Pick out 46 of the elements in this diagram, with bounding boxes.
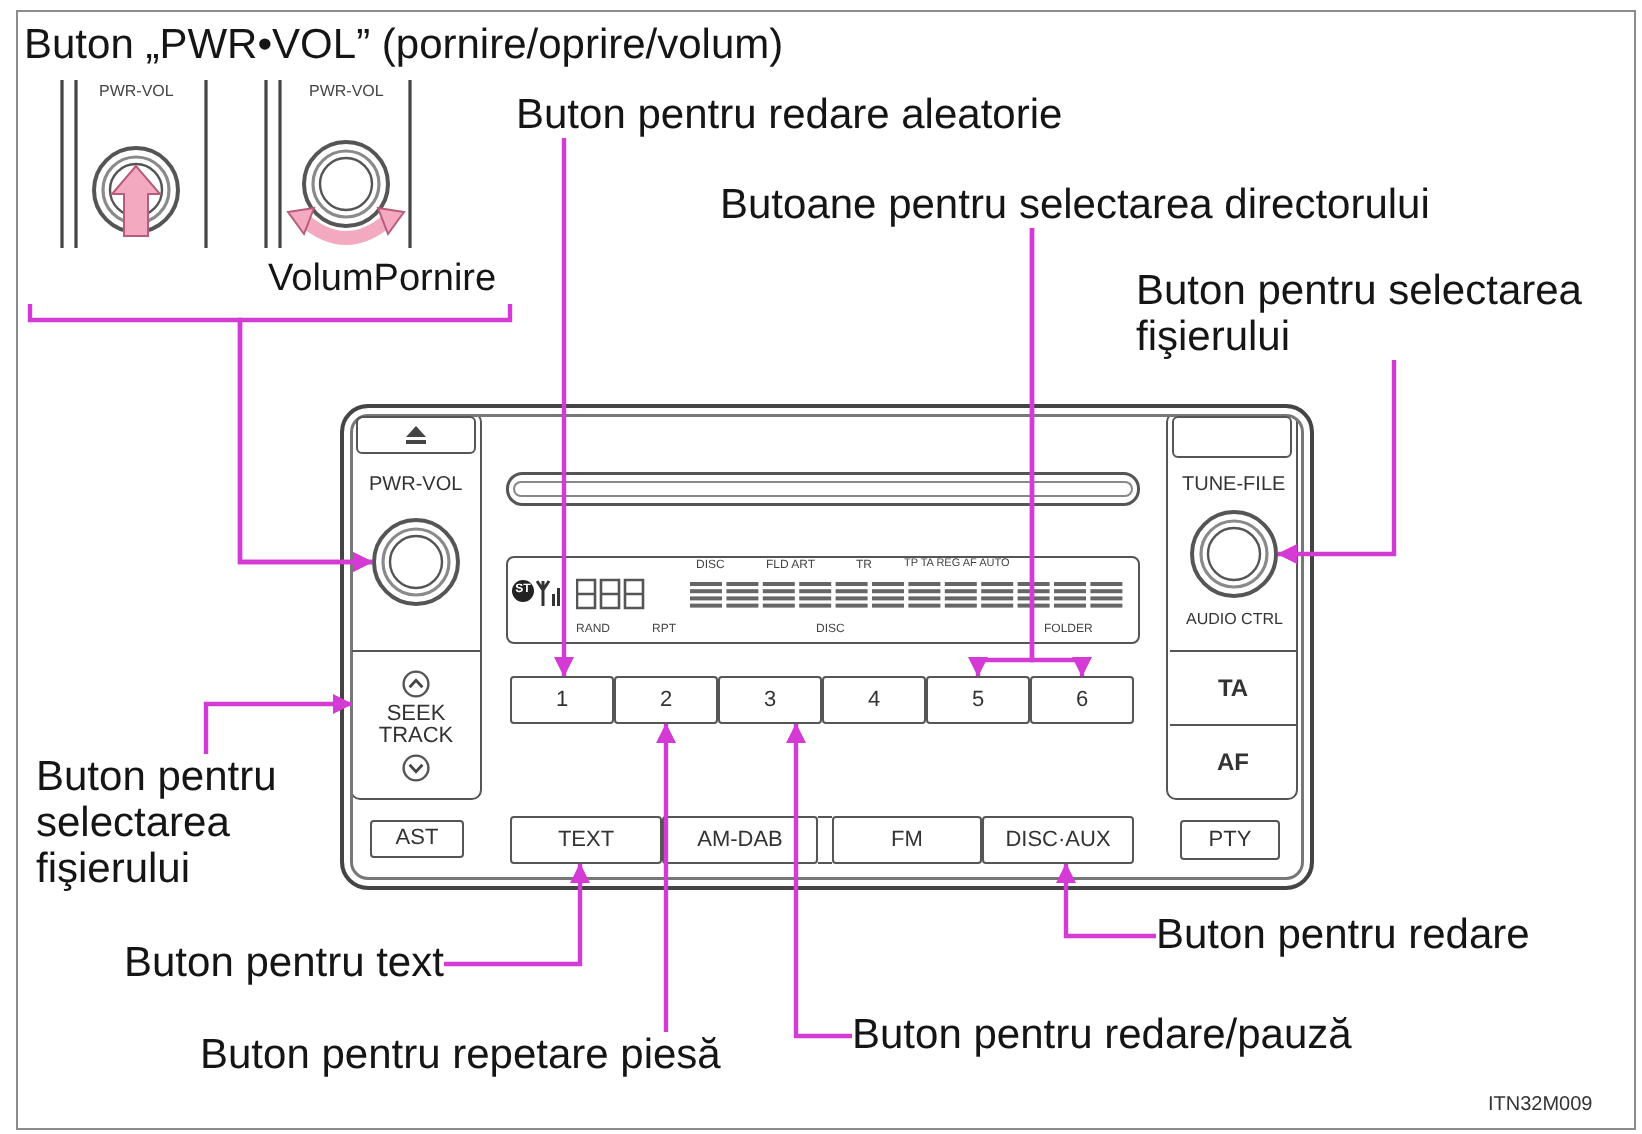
knob-label: TUNE-FILE (1182, 474, 1286, 497)
function-button: TA (1170, 650, 1296, 724)
leader-line (1056, 863, 1156, 939)
eject-button (356, 416, 476, 454)
callout-heading: Buton „PWR•VOL” (pornire/oprire/volum) (24, 22, 784, 71)
callout-label: Buton pentru selectarea fişierului (1136, 268, 1616, 360)
function-label: VolumPornire (268, 258, 497, 302)
volume-knob (372, 518, 460, 606)
knob-label: PWR-VOL (309, 84, 384, 100)
figure-code: ITN32M009 (1488, 1094, 1593, 1117)
callout-label: Butoane pentru selectarea directorului (720, 182, 1430, 228)
function-button: TEXT (510, 816, 662, 864)
leader-line (786, 723, 852, 1039)
function-button: AF (1170, 724, 1296, 798)
leader-line (554, 138, 574, 677)
preset-button: 1 (510, 676, 614, 724)
callout-label: Buton pentru repetare piesă (200, 1032, 721, 1078)
callout-label: Buton pentru selectarea fişierului (36, 754, 296, 892)
rocker-label: SEEK TRACK (376, 703, 456, 747)
preset-button: 5 (926, 676, 1030, 724)
function-button: AST (370, 820, 464, 858)
preset-button: 2 (614, 676, 718, 724)
callout-label: Buton pentru redare aleatorie (516, 92, 1063, 138)
leader-line (1277, 360, 1397, 564)
radio-faceplate (340, 404, 1314, 890)
lcd-display (506, 556, 1140, 644)
function-button: AM-DAB (662, 816, 818, 864)
function-button: FM (832, 816, 982, 864)
preset-button: 4 (822, 676, 926, 724)
leader-line (656, 723, 676, 1032)
knob-label: PWR-VOL (369, 474, 463, 497)
leader-line (203, 694, 353, 754)
knob-label: PWR-VOL (99, 84, 174, 100)
blank-button (1172, 416, 1292, 458)
function-button: PTY (1180, 820, 1280, 860)
function-button: DISC·AUX (982, 816, 1134, 864)
leader-line (1029, 228, 1092, 677)
callout-label: Buton pentru redare/pauză (852, 1012, 1352, 1058)
callout-label: Buton pentru redare (1156, 912, 1530, 958)
leader-line (444, 863, 590, 967)
preset-button: 3 (718, 676, 822, 724)
tuning-knob (1190, 510, 1278, 598)
knob-label: AUDIO CTRL (1186, 610, 1283, 629)
preset-button: 6 (1030, 676, 1134, 724)
leader-line (237, 304, 513, 572)
callout-label: Buton pentru text (124, 940, 444, 986)
